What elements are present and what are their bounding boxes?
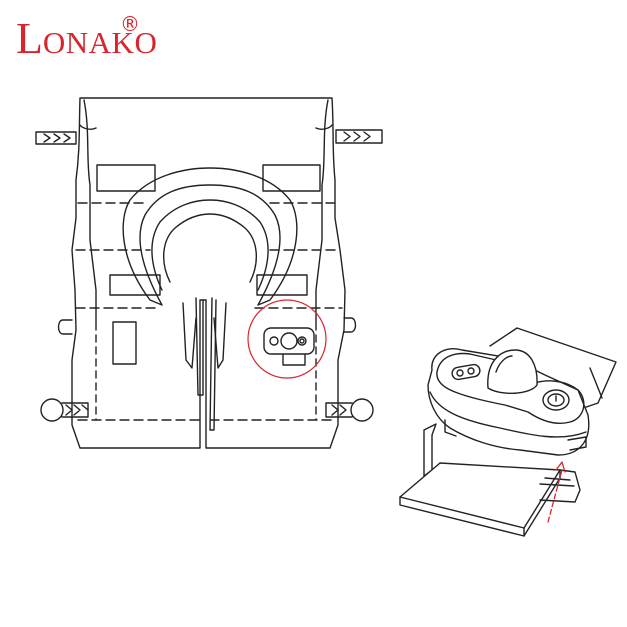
vest-drawing-icon xyxy=(35,97,383,449)
brand-logo-first-letter: L xyxy=(16,14,43,63)
clip-mount-icon xyxy=(399,423,581,537)
brand-logo-name: ONAKO xyxy=(42,25,158,60)
power-button-icon xyxy=(542,389,570,411)
brand-logo: LONAKO ® xyxy=(16,12,157,64)
insert-arrow-icon xyxy=(547,461,566,523)
light-module-icon xyxy=(427,327,617,456)
highlight-circle xyxy=(247,299,327,379)
registered-mark: ® xyxy=(120,12,140,36)
